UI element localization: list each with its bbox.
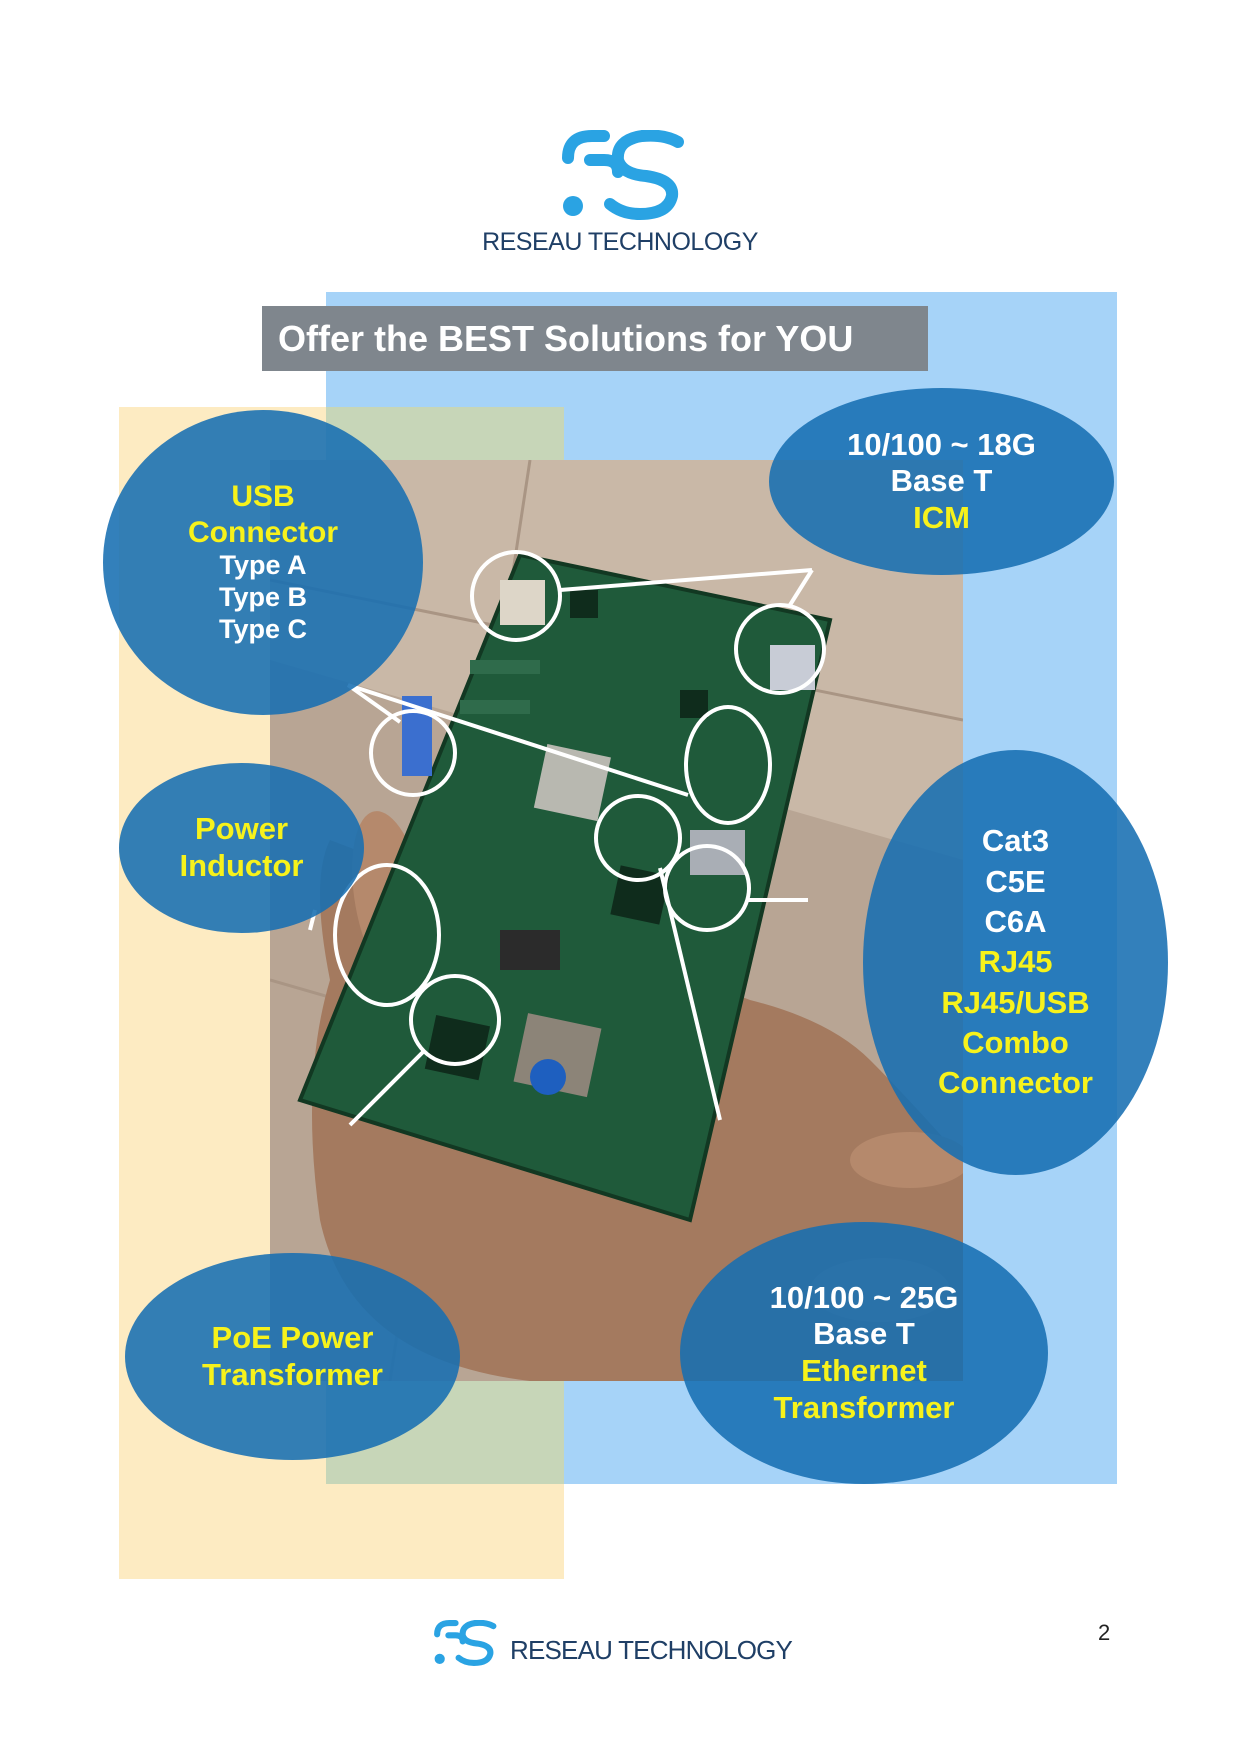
callout-text: 10/100 ~ 18G	[847, 426, 1036, 462]
rs-logo-icon	[562, 130, 684, 220]
callout-text: C5E	[985, 863, 1046, 899]
footer-brand-name: RESEAU TECHNOLOGY	[510, 1635, 793, 1665]
callout-text: RJ45/USB	[941, 984, 1090, 1020]
callout-text: Connector	[938, 1065, 1093, 1101]
callout-text: Base T	[813, 1316, 915, 1352]
callout-text: Power	[194, 811, 289, 847]
callout-icm: 10/100 ~ 18G Base T ICM	[769, 388, 1114, 575]
callout-text: RJ45	[978, 944, 1053, 980]
callout-usb-connector: USB Connector Type A Type B Type C	[103, 410, 423, 715]
callout-text: USB	[231, 480, 295, 514]
callout-text: Type A	[219, 550, 307, 581]
page-title: Offer the BEST Solutions for YOU	[262, 306, 928, 371]
callout-text: Transformer	[773, 1389, 955, 1425]
callout-text: C6A	[984, 904, 1047, 940]
callout-text: Cat3	[981, 823, 1050, 859]
callout-text: PoE Power	[211, 1319, 374, 1355]
callout-text: 10/100 ~ 25G	[769, 1279, 959, 1315]
rs-logo-icon	[434, 1620, 497, 1666]
callout-poe-transformer: PoE Power Transformer	[125, 1253, 460, 1460]
callout-rj45-connector: Cat3 C5E C6A RJ45 RJ45/USB Combo Connect…	[863, 750, 1168, 1175]
callout-text: Type B	[218, 581, 307, 612]
callout-text: ICM	[913, 499, 970, 535]
callout-text: Connector	[188, 515, 338, 549]
brand-name: RESEAU TECHNOLOGY	[482, 228, 758, 256]
callout-ethernet-transformer: 10/100 ~ 25G Base T Ethernet Transformer	[680, 1222, 1048, 1484]
callout-text: Inductor	[179, 848, 304, 883]
callout-power-inductor: Power Inductor	[119, 763, 364, 933]
callout-text: Combo	[962, 1024, 1069, 1060]
callout-text: Type C	[218, 613, 307, 644]
callout-text: Transformer	[202, 1356, 383, 1392]
callout-text: Ethernet	[801, 1353, 927, 1388]
callout-text: Base T	[890, 463, 993, 499]
page-number: 2	[1098, 1620, 1111, 1645]
